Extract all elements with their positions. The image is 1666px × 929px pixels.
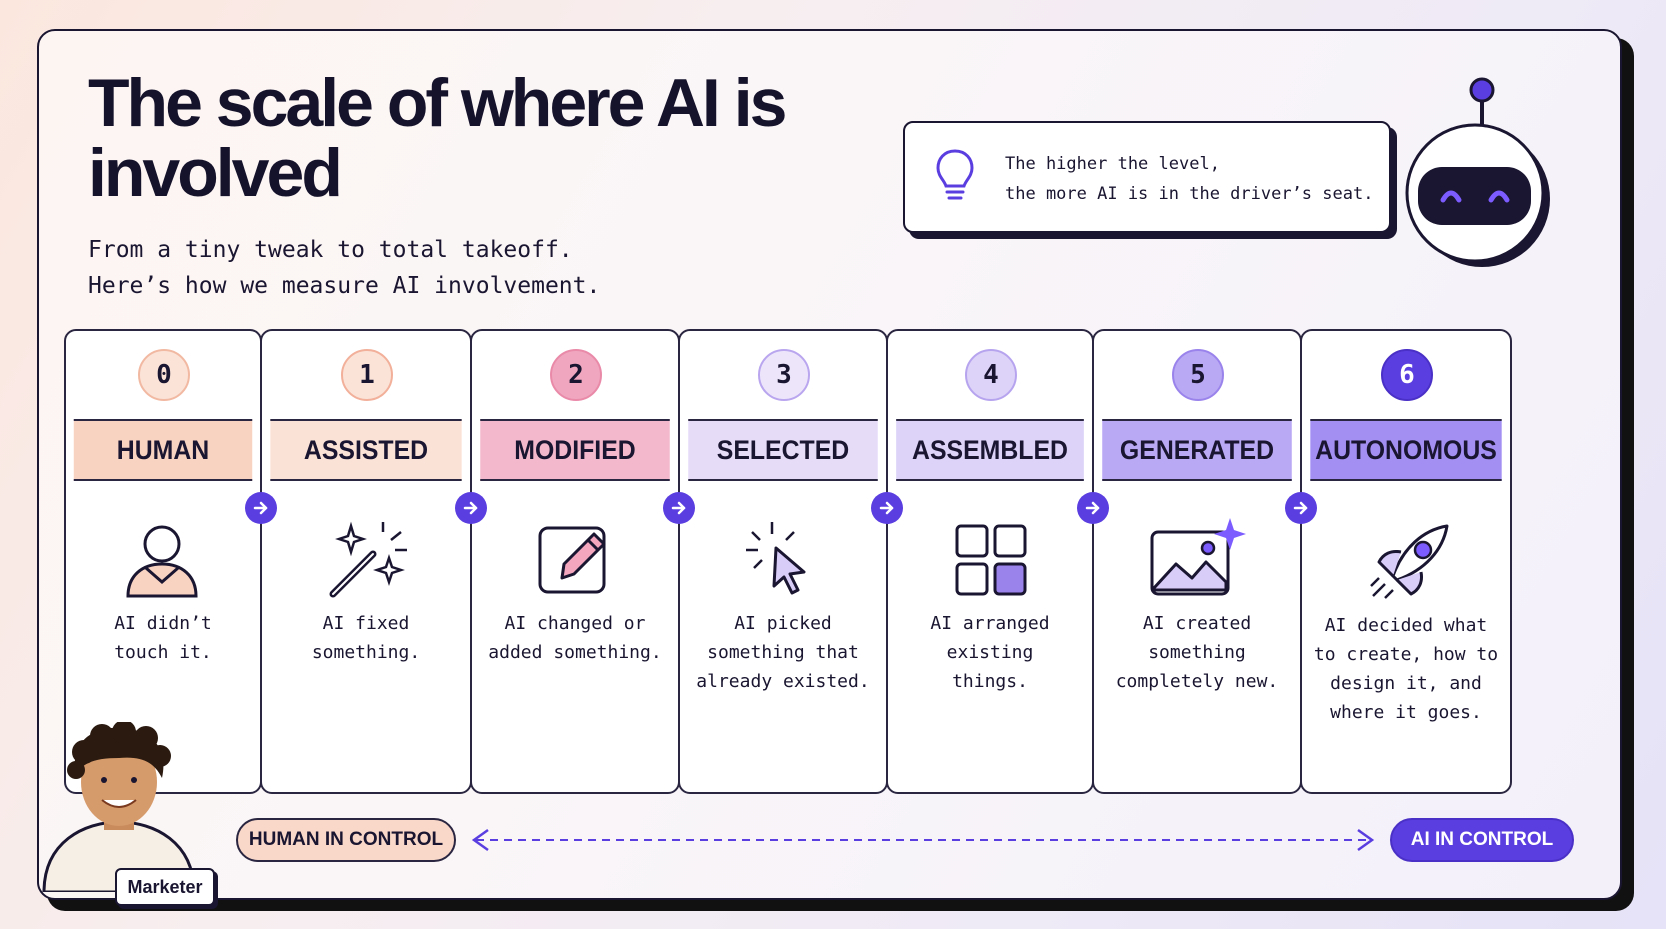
image-sparkle-icon (1150, 518, 1246, 596)
rocket-icon (1370, 524, 1449, 599)
tip-line-2: the more AI is in the driver’s seat. (1005, 184, 1374, 204)
next-level-arrow-icon (245, 492, 277, 524)
tip-text: The higher the level, the more AI is in … (1005, 149, 1373, 209)
level-number-badge: 2 (550, 349, 602, 401)
level-description-line: AI picked (734, 613, 832, 634)
level-number-badge: 0 (138, 349, 190, 401)
subtitle-line-1: From a tiny tweak to total takeoff. (88, 237, 573, 263)
level-description-line: design it, and (1330, 673, 1482, 694)
level-name: ASSISTED (270, 419, 462, 481)
page-subtitle: From a tiny tweak to total takeoff. Here… (88, 232, 600, 304)
level-description-line: existing (946, 642, 1034, 663)
level-description: AI changed or added something. (482, 609, 668, 667)
grid-icon (955, 524, 1027, 596)
marketer-avatar (42, 722, 196, 892)
level-description: AI arranged existing things. (898, 609, 1082, 696)
cursor-click-icon (746, 522, 806, 595)
magic-wand-icon (329, 521, 407, 598)
level-description-line: AI arranged (930, 613, 1050, 634)
level-description-line: things. (952, 671, 1028, 692)
level-name: ASSEMBLED (896, 419, 1084, 481)
level-number-badge: 1 (341, 349, 393, 401)
level-number-badge: 6 (1381, 349, 1433, 401)
level-description-line: to create, how to (1313, 644, 1499, 665)
level-description-line: already existed. (696, 671, 870, 692)
next-level-arrow-icon (1285, 492, 1317, 524)
next-level-arrow-icon (871, 492, 903, 524)
page-title: The scale of where AI is involved (88, 65, 787, 211)
subtitle-line-2: Here’s how we measure AI involvement. (88, 273, 601, 299)
level-description-line: added something. (488, 642, 662, 663)
level-description-line: something. (311, 642, 421, 663)
level-description-line: AI created (1142, 613, 1252, 634)
tip-callout: The higher the level, the more AI is in … (903, 121, 1391, 233)
ai-in-control-pill: AI IN CONTROL (1390, 818, 1574, 862)
level-name: HUMAN (73, 419, 253, 481)
level-name: GENERATED (1102, 419, 1292, 481)
lightbulb-icon (936, 149, 974, 200)
level-description: AI fixed something. (272, 609, 460, 667)
level-description-line: AI decided what (1324, 615, 1488, 636)
level-description-line: something (1148, 642, 1246, 663)
level-description-line: completely new. (1115, 671, 1279, 692)
level-description: AI created something completely new. (1104, 609, 1290, 696)
level-name: SELECTED (688, 419, 878, 481)
level-description-line: something that (707, 642, 859, 663)
level-number-badge: 5 (1172, 349, 1224, 401)
level-description-line: AI didn’t (114, 613, 212, 634)
next-level-arrow-icon (663, 492, 695, 524)
level-description-line: touch it. (114, 642, 212, 663)
level-number-badge: 4 (965, 349, 1017, 401)
marketer-label: Marketer (115, 868, 215, 906)
edit-icon (538, 526, 606, 594)
person-icon (126, 525, 198, 598)
robot-icon (1405, 77, 1550, 267)
next-level-arrow-icon (455, 492, 487, 524)
level-number-badge: 3 (758, 349, 810, 401)
level-description: AI picked something that already existed. (690, 609, 876, 696)
human-in-control-pill: HUMAN IN CONTROL (236, 818, 456, 862)
level-name: MODIFIED (480, 419, 670, 481)
level-name: AUTONOMOUS (1310, 419, 1502, 481)
next-level-arrow-icon (1077, 492, 1109, 524)
level-description-line: AI changed or (504, 613, 646, 634)
level-description: AI didn’t touch it. (76, 609, 250, 667)
level-description-line: AI fixed (322, 613, 410, 634)
scale-double-arrow (471, 828, 1375, 852)
level-description: AI decided what to create, how to design i… (1312, 611, 1500, 727)
level-description-line: where it goes. (1330, 702, 1482, 723)
tip-line-1: The higher the level, (1005, 154, 1220, 174)
